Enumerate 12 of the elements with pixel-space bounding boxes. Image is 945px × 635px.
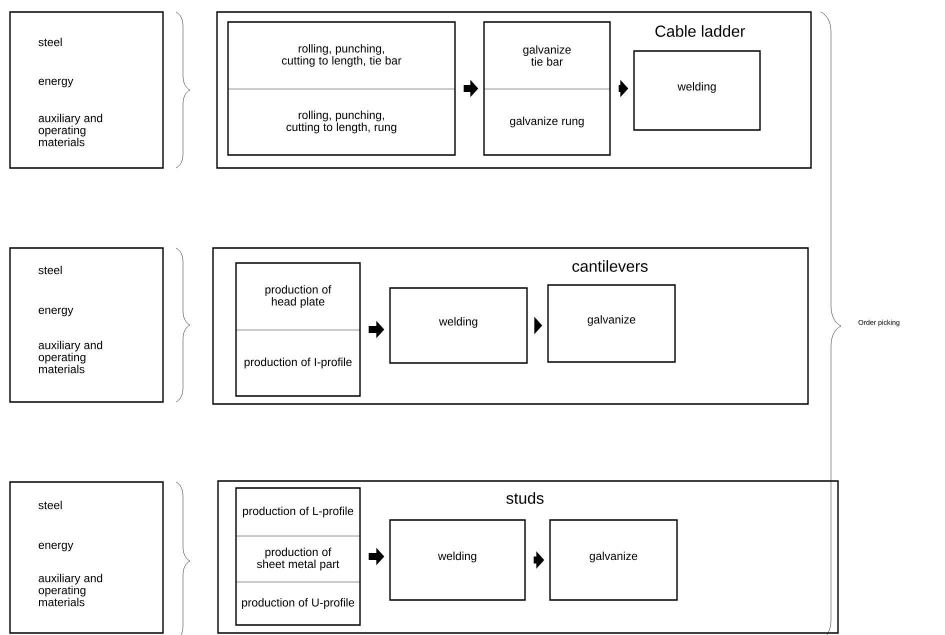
process-box: galvanize xyxy=(549,519,678,601)
process-box: welding xyxy=(633,50,761,131)
process-box: welding xyxy=(389,287,528,364)
input-box: steel energy auxiliary and operating materials xyxy=(9,481,164,634)
process-box: production of head plate production of I-profile xyxy=(235,262,361,397)
process-box: welding xyxy=(389,519,526,601)
process-box: galvanize xyxy=(547,284,676,363)
input-box: steel energy auxiliary and operating materials xyxy=(9,247,164,403)
process-box: rolling, punching, cutting to length, tie bar rolling, punching, cutting to length, rung xyxy=(227,21,456,156)
process-box: galvanize tie bar galvanize rung xyxy=(483,21,611,156)
input-box: steel energy auxiliary and operating materials xyxy=(9,11,164,169)
process-box: production of L-profile production of sheet metal part production of U-profile xyxy=(235,487,361,626)
